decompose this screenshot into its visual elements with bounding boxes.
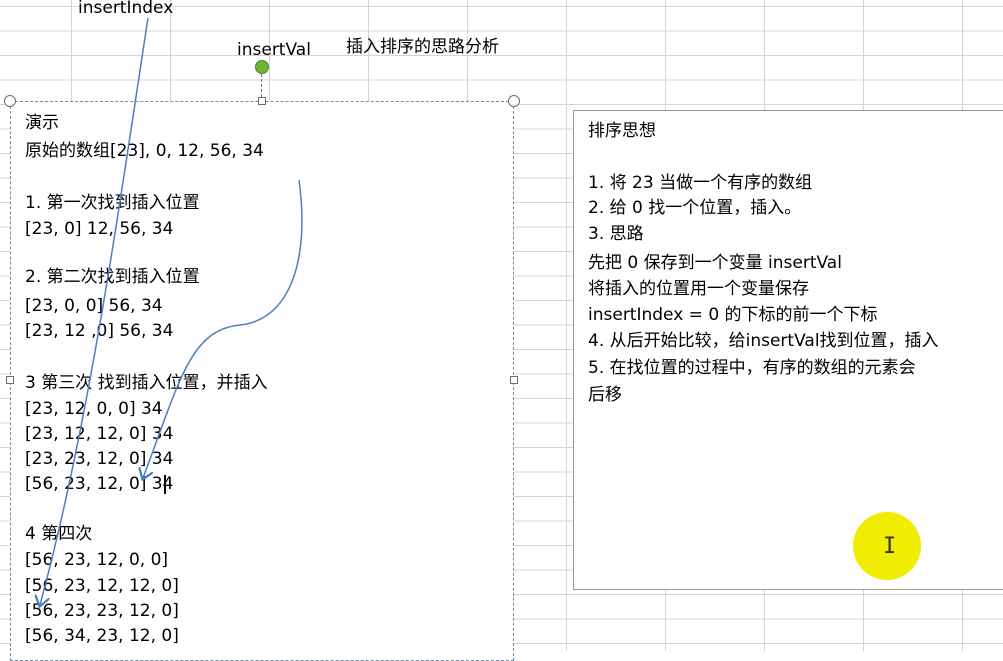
textbox-line: [56, 23, 12, 0, 0] bbox=[25, 550, 169, 570]
textbox-line: 1. 第一次找到插入位置 bbox=[25, 193, 200, 213]
insert-val-label: insertVal bbox=[237, 40, 311, 60]
insert-val-arrow bbox=[143, 179, 303, 478]
textbox-line: 2. 第二次找到插入位置 bbox=[25, 267, 200, 287]
textbox-line: insertIndex = 0 的下标的前一个下标 bbox=[588, 305, 878, 325]
insert-index-arrow bbox=[40, 17, 149, 605]
textbox-line: 4. 从后开始比较，给insertVal找到位置，插入 bbox=[588, 331, 939, 351]
i-beam-cursor-icon: I bbox=[883, 534, 897, 559]
textbox-line: 后移 bbox=[588, 385, 622, 405]
rotation-handle[interactable] bbox=[255, 60, 269, 74]
textbox-line: 原始的数组[23], 0, 12, 56, 34 bbox=[25, 141, 264, 161]
resize-handle-top[interactable] bbox=[258, 97, 266, 105]
insert-index-label: insertIndex bbox=[78, 0, 174, 18]
rotation-connector bbox=[261, 74, 262, 97]
textbox-line: 1. 将 23 当做一个有序的数组 bbox=[588, 173, 813, 193]
resize-handle-top-right[interactable] bbox=[508, 95, 520, 107]
textbox-line: 演示 bbox=[25, 113, 59, 133]
textbox-line: [56, 34, 23, 12, 0] bbox=[25, 626, 179, 646]
textbox-line: [23, 0, 0] 56, 34 bbox=[25, 296, 163, 316]
textbox-line: [23, 12, 12, 0] 34 bbox=[25, 424, 174, 444]
textbox-line: 排序思想 bbox=[588, 121, 656, 141]
page-title: 插入排序的思路分析 bbox=[346, 37, 499, 57]
textbox-line: [56, 23, 12, 12, 0] bbox=[25, 576, 179, 596]
resize-handle-left[interactable] bbox=[6, 376, 14, 384]
textbox-line: 将插入的位置用一个变量保存 bbox=[588, 279, 809, 299]
textbox-line: 2. 给 0 找一个位置，插入。 bbox=[588, 198, 802, 218]
sorting-idea-textbox[interactable]: 排序思想 1. 将 23 当做一个有序的数组 2. 给 0 找一个位置，插入。 … bbox=[573, 110, 1003, 590]
textbox-line: 先把 0 保存到一个变量 insertVal bbox=[588, 253, 842, 273]
resize-handle-top-left[interactable] bbox=[4, 95, 16, 107]
demo-textbox[interactable]: 演示 原始的数组[23], 0, 12, 56, 34 1. 第一次找到插入位置… bbox=[10, 101, 514, 661]
cursor-highlight bbox=[853, 512, 921, 580]
textbox-line: [23, 0] 12, 56, 34 bbox=[25, 219, 174, 239]
textbox-line: [23, 23, 12, 0] 34 bbox=[25, 449, 174, 469]
textbox-line: 3 第三次 找到插入位置，并插入 bbox=[25, 373, 268, 393]
text-caret bbox=[164, 475, 166, 494]
resize-handle-right[interactable] bbox=[510, 376, 518, 384]
textbox-line: 5. 在找位置的过程中，有序的数组的元素会 bbox=[588, 358, 916, 378]
textbox-line: 3. 思路 bbox=[588, 224, 644, 244]
textbox-line: [56, 23, 12, 0] 34 bbox=[25, 474, 174, 494]
textbox-line: [23, 12, 0, 0] 34 bbox=[25, 399, 163, 419]
textbox-line: [56, 23, 23, 12, 0] bbox=[25, 601, 179, 621]
